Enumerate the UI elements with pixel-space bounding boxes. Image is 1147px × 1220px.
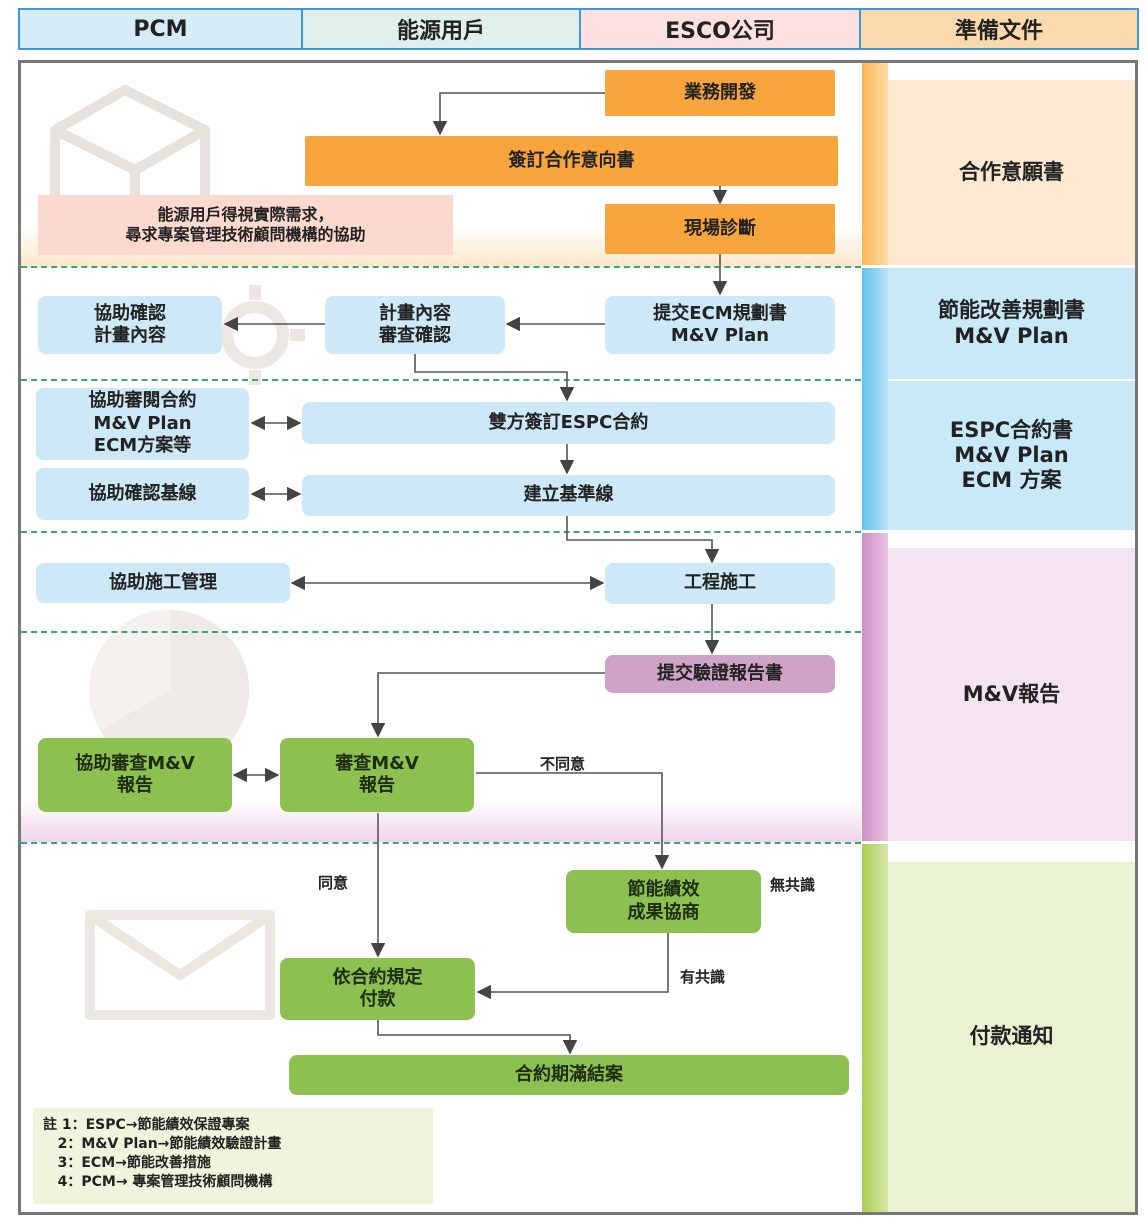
pie-chart-watermark-icon [89,609,250,770]
node-assist-confirm-plan: 協助確認 計畫內容 [38,296,222,354]
column-header-documents: 準備文件 [859,8,1139,50]
node-construction: 工程施工 [605,563,835,604]
footnote-1: 註 1：ESPC→節能績效保證專案 [43,1117,250,1133]
node-assist-confirm-baseline: 協助確認基線 [36,468,249,520]
edge-label-disagree: 不同意 [540,755,586,773]
edge-label-agree: 同意 [318,874,349,892]
node-user-note: 能源用戶得視實際需求， 尋求專案管理技術顧問機構的協助 [38,195,453,255]
doc-marker-blue [862,268,888,530]
footnote-3: 3：ECM→節能改善措施 [43,1154,211,1171]
phase-divider [21,379,861,381]
doc-letter-of-intent: 合作意願書 [888,80,1135,265]
edge-label-consensus: 有共識 [680,968,726,986]
column-header-energy-user: 能源用戶 [301,8,581,50]
node-payment: 依合約規定 付款 [280,958,475,1020]
column-header-esco: ESCO公司 [579,8,861,50]
node-review-mv: 審查M&V 報告 [280,738,474,812]
node-assist-review-mv: 協助審查M&V 報告 [38,738,232,812]
node-business-development: 業務開發 [605,70,835,116]
node-submit-ecm-plan: 提交ECM規劃書 M&V Plan [605,296,835,354]
node-review-plan: 計畫內容 審查確認 [325,296,505,354]
phase-divider [21,842,861,844]
node-site-diagnosis: 現場診斷 [605,204,835,254]
footnote-2: 2：M&V Plan→節能績效驗證計畫 [43,1135,282,1152]
node-performance-negotiation: 節能績效 成果協商 [566,870,761,933]
doc-marker-green [862,844,888,1212]
footnote-4: 4：PCM→ 專案管理技術顧問機構 [43,1173,273,1190]
doc-marker-orange [862,63,888,265]
phase-divider [21,266,861,268]
node-sign-letter-of-intent: 簽訂合作意向書 [305,136,838,186]
envelope-watermark-icon [85,910,275,1020]
doc-payment-notice: 付款通知 [888,862,1135,1212]
node-build-baseline: 建立基準線 [302,475,835,516]
footnotes: 註 1：ESPC→節能績效保證專案 2：M&V Plan→節能績效驗證計畫 3：… [33,1108,433,1204]
node-submit-mv-report: 提交驗證報告書 [605,655,835,693]
doc-energy-plan: 節能改善規劃書 M&V Plan [888,268,1135,379]
phase-divider [21,631,861,633]
node-contract-close: 合約期滿結案 [289,1055,849,1095]
phase-divider [21,531,861,533]
doc-espc-contract: ESPC合約書 M&V Plan ECM 方案 [888,381,1135,530]
node-assist-review-contract: 協助審閱合約 M&V Plan ECM方案等 [36,388,249,460]
node-sign-espc-contract: 雙方簽訂ESPC合約 [302,402,835,444]
doc-marker-purple [862,533,888,841]
column-header-pcm: PCM [18,8,303,50]
node-assist-construction: 協助施工管理 [36,563,290,603]
edge-label-no-consensus: 無共識 [770,876,816,894]
doc-mv-report: M&V報告 [888,548,1135,841]
